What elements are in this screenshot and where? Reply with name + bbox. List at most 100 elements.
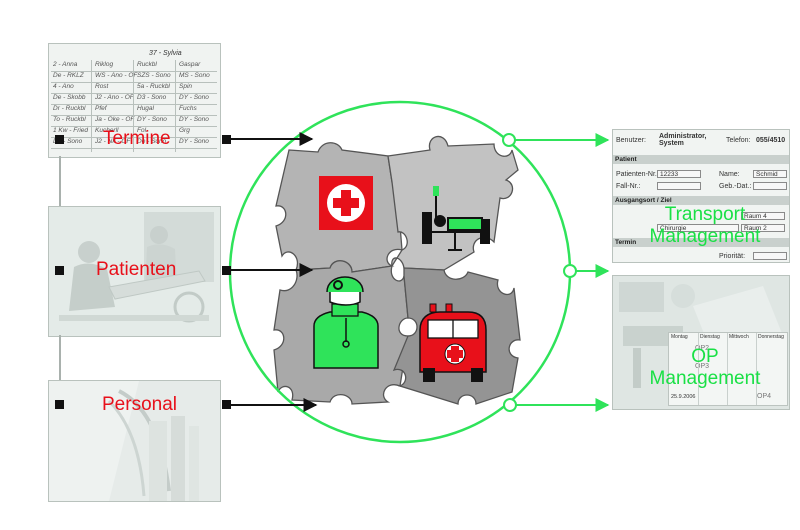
label-personal: Personal [102, 394, 177, 415]
op-col-line [698, 333, 699, 405]
label-transport-management: Transport Management [630, 204, 780, 248]
patienten-bullet-right [222, 266, 231, 275]
schedule-row-line [51, 93, 217, 94]
ring-node-middle [563, 264, 577, 278]
form-geb-field[interactable] [753, 182, 787, 190]
schedule-header: 37 - Sylvia [149, 50, 182, 57]
patient-transfer-photo-icon [49, 207, 220, 336]
op-col-line [756, 333, 757, 405]
form-prio-field[interactable] [753, 252, 787, 260]
label-termine: Termine [103, 128, 171, 149]
personal-bullet-right [222, 400, 231, 409]
schedule-row-line [51, 126, 217, 127]
schedule-cell: J2 - Ano - OF [95, 94, 134, 101]
schedule-cell: SZS - Sono [137, 72, 171, 79]
schedule-cell: 4 - Ano [53, 83, 74, 90]
op-room-label: OP3 [695, 363, 710, 370]
hospital-bed-icon [422, 186, 490, 251]
ambulance-icon [419, 303, 487, 382]
schedule-cell: Riklog [95, 61, 114, 68]
schedule-cell: D3 - Sono [137, 94, 167, 101]
red-cross-icon [319, 176, 373, 230]
schedule-cell: 5a - Ruckbl [137, 83, 170, 90]
op-col-header: Montag [671, 334, 688, 340]
patienten-photo [48, 206, 221, 337]
form-fall-nr-label: Fall-Nr.: [616, 183, 641, 190]
surgeon-icon [313, 276, 379, 369]
form-phone-value: 055/4510 [756, 137, 786, 144]
form-name-field[interactable]: Schmid [753, 170, 787, 178]
schedule-cell: Kucherll [95, 127, 119, 134]
schedule-cell: DY - Sono [179, 138, 209, 145]
doctor-coat-photo-icon [49, 381, 220, 501]
personal-bullet-left [55, 400, 64, 409]
ring-node-transport [502, 133, 516, 147]
schedule-cell: Hugal [137, 105, 154, 112]
patienten-bullet-left [55, 266, 64, 275]
schedule-cell: DY - Sono [179, 116, 209, 123]
personal-photo [48, 380, 221, 502]
schedule-cell: WS - Ano - OF [95, 72, 138, 79]
schedule-cell: Rost [95, 83, 109, 90]
op-room-label: OP4 [757, 393, 772, 400]
form-room-a-field[interactable]: Raum 4 [741, 212, 785, 220]
label-transport-line1: Transport [664, 204, 746, 225]
op-date: 25.9.2006 [671, 394, 696, 400]
schedule-cell: Ruckbl [137, 61, 157, 68]
schedule-col-line [133, 60, 134, 152]
schedule-cell: Do - Sono [137, 138, 167, 145]
label-patienten: Patienten [96, 259, 177, 280]
form-fall-nr-field[interactable] [657, 182, 701, 190]
schedule-cell: DY - Sono [137, 116, 167, 123]
schedule-row-line [51, 137, 217, 138]
integration-ring [228, 100, 572, 444]
form-section-termin: Termin [613, 238, 789, 247]
op-room-label: OP2 [695, 345, 710, 352]
schedule-cell: 1 Kw - Fried [53, 127, 89, 134]
schedule-cell: 2 - Anna [53, 61, 78, 68]
form-patient-nr-field[interactable]: 12233 [657, 170, 701, 178]
op-col-header: Dienstag [700, 334, 720, 340]
schedule-cell: Dr - Ruckbl [53, 105, 86, 112]
schedule-row-line [51, 71, 217, 72]
ring-node-op [503, 398, 517, 412]
form-name-label: Name: [719, 171, 740, 178]
schedule-col-line [91, 60, 92, 152]
schedule-cell: Fol. [137, 127, 148, 134]
form-section-patient: Patient [613, 155, 789, 164]
label-transport-line2: Management [649, 226, 761, 247]
schedule-row-line [51, 115, 217, 116]
schedule-cell: Spin [179, 83, 193, 90]
schedule-cell: J2 - Nk - OF [95, 138, 131, 145]
form-user-value: Administrator, System [659, 133, 707, 147]
schedule-row-line [51, 148, 217, 149]
schedule-row-line [51, 82, 217, 83]
schedule-cell: DY - Sono [179, 94, 209, 101]
termine-bullet-left [55, 135, 64, 144]
schedule-cell: De - Skobb [53, 94, 86, 101]
schedule-cell: Grg [179, 127, 190, 134]
schedule-cell: Pfef [95, 105, 107, 112]
schedule-cell: Gaspar [179, 61, 201, 68]
op-col-header: Donnerstag [758, 334, 784, 340]
form-patient-nr-label: Patienten-Nr.: [616, 171, 659, 178]
schedule-cell: Fuchs [179, 105, 197, 112]
op-col-header: Mittwoch [729, 334, 749, 340]
form-section-route: Ausgangsort / Ziel [613, 196, 789, 205]
termine-bullet-right [222, 135, 231, 144]
form-phone-label: Telefon: [726, 137, 751, 144]
schedule-cell: To - Ruckbl [53, 116, 86, 123]
label-op-management: OP Management [630, 346, 780, 390]
schedule-cell: De - RKLZ [53, 72, 84, 79]
schedule-cell: Do - Sono [53, 138, 83, 145]
form-room-b-field[interactable]: Raum 2 [741, 224, 785, 232]
transport-form-image: Benutzer: Administrator, System Telefon:… [612, 129, 790, 263]
form-geb-label: Geb.-Dat.: [719, 183, 752, 190]
form-dept-select[interactable]: Chirurgie [657, 224, 739, 232]
label-op-line2: Management [649, 368, 761, 389]
form-prio-label: Priorität: [719, 253, 746, 260]
